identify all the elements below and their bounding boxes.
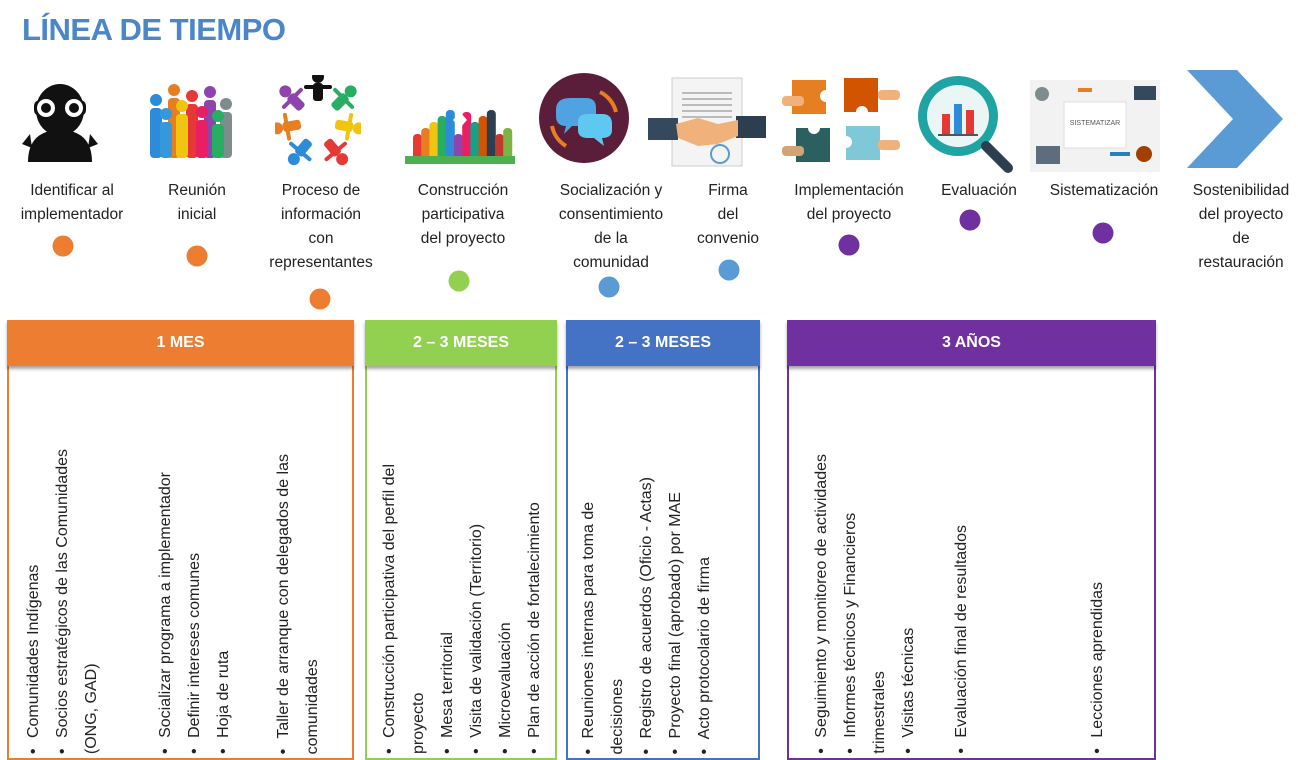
activity-item: • Comunidades Indígenas — [25, 564, 42, 754]
step-label: Sistematización — [1049, 182, 1159, 199]
activity-item: • Definir intereses comunes — [186, 552, 203, 754]
phase-header: 3 AÑOS — [787, 320, 1156, 366]
phase-header: 1 MES — [7, 320, 354, 366]
phase-activity-list: • Comunidades Indígenas • Socios estratég… — [19, 449, 106, 754]
puzzle-hands-icon — [782, 70, 900, 174]
activity-item: • Acto protocolario de firma — [696, 556, 713, 754]
phase-activity-list: • Construcción participativa del perfil … — [375, 464, 549, 754]
activity-item: proyecto — [410, 692, 427, 754]
desk-sistematizar-icon: SISTEMATIZAR — [1030, 80, 1160, 172]
phase-activity-list: • Reuniones internas para toma de decisio… — [574, 477, 719, 755]
page-title: LÍNEA DE TIEMPO — [22, 12, 286, 47]
activity-item: • Hoja de ruta — [215, 650, 232, 754]
activity-item: • Plan de acción de fortalecimiento — [526, 502, 543, 754]
phase-activity-list: • Taller de arranque con delegados de la… — [269, 454, 327, 754]
phase-activity-list: • Evaluación final de resultados — [947, 525, 976, 754]
raised-hands-icon — [405, 90, 515, 164]
phase-activity-list: • Socializar programa a implementador • D… — [151, 472, 238, 754]
activity-item: decisiones — [609, 678, 626, 754]
activity-item: • Seguimiento y monitoreo de actividades — [813, 454, 830, 754]
chat-bubbles-icon — [538, 72, 630, 164]
activity-item: • Evaluación final de resultados — [953, 525, 970, 754]
phase-3-box: 2 – 3 MESES • Reuniones internas para tom… — [566, 320, 760, 760]
step-label: Evaluación — [941, 182, 1017, 199]
activity-item: • Socializar programa a implementador — [157, 472, 174, 754]
binoculars-person-icon — [10, 78, 110, 162]
activity-item: • Registro de acuerdos (Oficio - Actas) — [638, 476, 655, 755]
phase-1-box: 1 MES • Comunidades Indígenas • Socios est… — [7, 320, 354, 760]
phase-activity-list: • Seguimiento y monitoreo de actividades… — [807, 454, 923, 754]
activity-item: • Socios estratégicos de las Comunidades — [54, 448, 71, 754]
chevron-arrow-icon — [1185, 68, 1285, 170]
timeline-dot — [598, 276, 620, 298]
phase-2-box: 2 – 3 MESES • Construcción participativa … — [365, 320, 557, 760]
timeline-dot — [838, 234, 860, 256]
timeline-dot — [186, 245, 208, 267]
timeline-dot — [448, 270, 470, 292]
activity-item: • Mesa territorial — [439, 632, 456, 754]
activity-item: • Construcción participativa del perfil … — [381, 464, 398, 754]
svg-text:SISTEMATIZAR: SISTEMATIZAR — [1070, 120, 1120, 127]
activity-item: (ONG, GAD) — [83, 663, 100, 754]
group-people-icon — [140, 70, 236, 160]
phase-activity-list: • Lecciones aprendidas — [1083, 582, 1112, 754]
activity-item: comunidades — [304, 658, 321, 754]
timeline-dot — [52, 235, 74, 257]
activity-item: • Visitas técnicas — [900, 627, 917, 754]
handshake-icon — [648, 74, 766, 170]
timeline-dot — [1092, 222, 1114, 244]
activity-item: trimestrales — [871, 671, 888, 754]
activity-item: • Taller de arranque con delegados de la… — [275, 453, 292, 754]
timeline-dot — [959, 209, 981, 231]
activity-item: • Proyecto final (aprobado) por MAE — [667, 491, 684, 754]
activity-item: • Microevaluación — [497, 622, 514, 754]
magnifier-chart-icon — [914, 72, 1014, 174]
phase-4-box: 3 AÑOS • Seguimiento y monitoreo de activ… — [787, 320, 1156, 760]
phase-header: 2 – 3 MESES — [365, 320, 557, 366]
activity-item: • Informes técnicos y Financieros — [842, 512, 859, 754]
people-circle-icon — [275, 75, 361, 167]
phase-header: 2 – 3 MESES — [566, 320, 760, 366]
activity-item: • Visita de validación (Territorio) — [468, 523, 485, 754]
timeline-dot — [309, 288, 331, 310]
timeline-dot — [718, 259, 740, 281]
activity-item: • Reuniones internas para toma de — [580, 501, 597, 754]
activity-item: • Lecciones aprendidas — [1089, 582, 1106, 754]
